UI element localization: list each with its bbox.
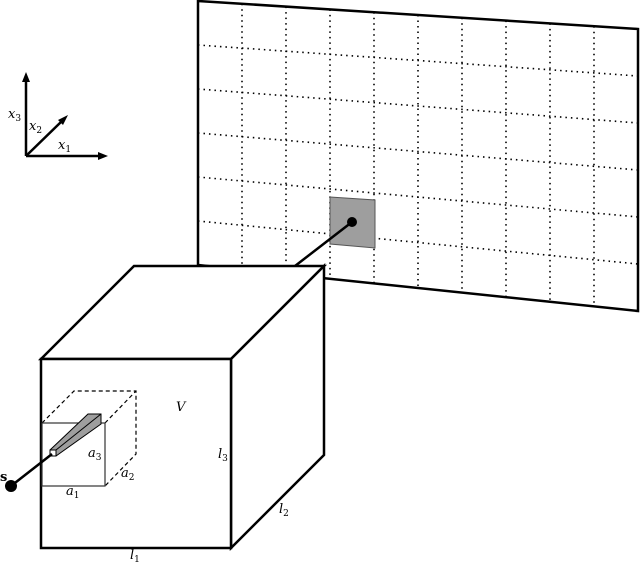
detector-hit-point xyxy=(347,217,357,227)
voxel-label-a3: a3 xyxy=(88,446,102,463)
voxel xyxy=(41,390,137,487)
dimension-label-l3: l3 xyxy=(218,447,228,464)
detector-panel xyxy=(196,0,640,313)
volume-label: V xyxy=(176,400,186,415)
voxel-label-a1: a1 xyxy=(66,484,80,501)
ray-from-source xyxy=(10,453,53,487)
grid-row-line xyxy=(197,44,639,77)
axis-label-x2: x2 xyxy=(29,119,43,136)
source-point xyxy=(5,480,17,492)
grid-row-line xyxy=(197,220,639,265)
dimension-label-l2: l2 xyxy=(279,502,289,519)
coordinate-axes xyxy=(22,72,108,160)
x3-arrowhead xyxy=(22,72,30,82)
source-label: s xyxy=(0,470,8,485)
grid-row-line xyxy=(197,88,639,124)
ray-to-detector xyxy=(294,221,353,267)
grid-row-line xyxy=(197,176,639,218)
x1-arrowhead xyxy=(98,152,108,160)
axis-label-x3: x3 xyxy=(8,107,22,124)
grid-row-line xyxy=(197,132,639,171)
voxel-front-face xyxy=(41,422,106,487)
axis-label-x1: x1 xyxy=(58,138,72,155)
x2-arrowhead xyxy=(58,115,68,125)
voxel-label-a2: a2 xyxy=(121,466,135,483)
detector-outline xyxy=(196,0,640,313)
volume-cube xyxy=(37,262,328,552)
dimension-label-l1: l1 xyxy=(130,548,140,565)
